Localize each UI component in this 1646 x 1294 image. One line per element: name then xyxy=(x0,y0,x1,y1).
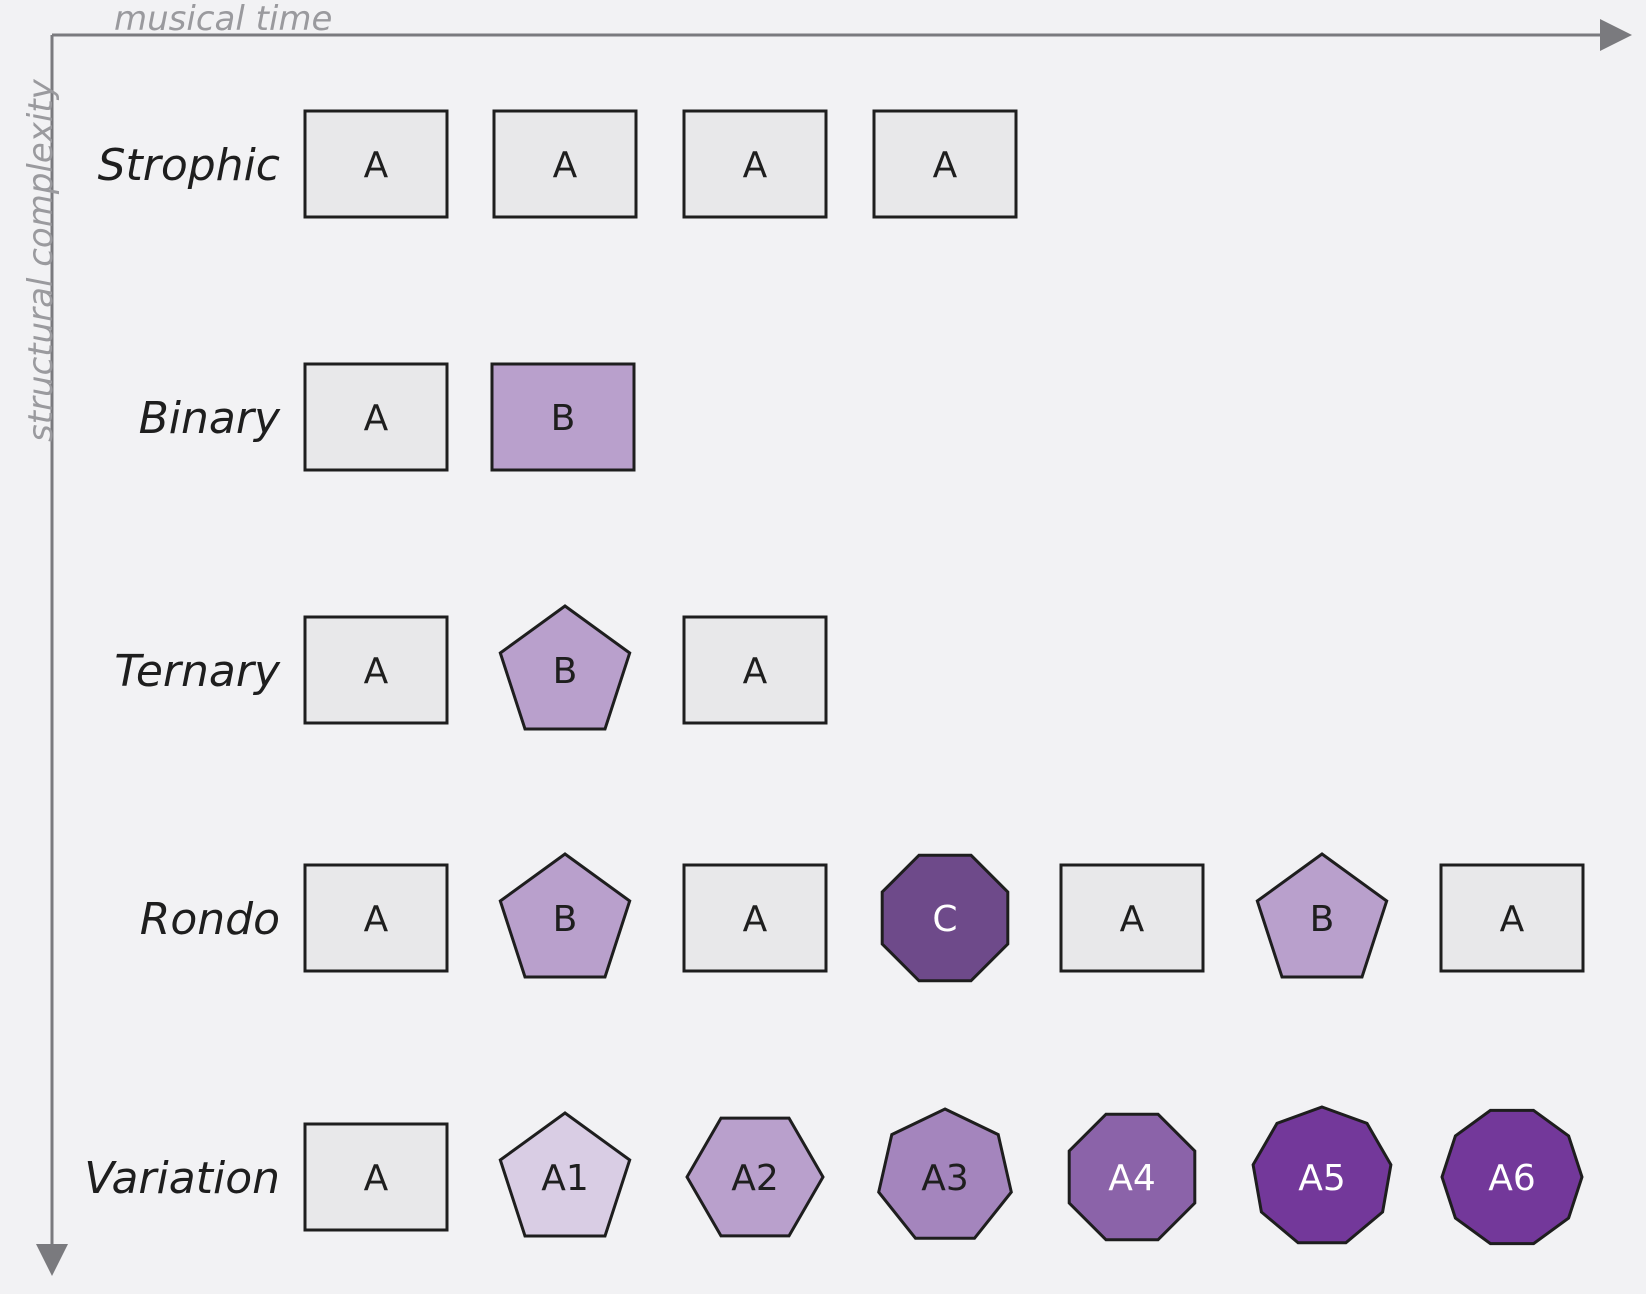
section-block xyxy=(303,362,449,472)
y-axis-label: structural complexity xyxy=(21,78,61,442)
section-label: A2 xyxy=(731,1158,779,1199)
row-label: Strophic xyxy=(98,140,280,191)
section-label: A xyxy=(743,651,768,692)
section-polygon-6-sided xyxy=(685,1116,825,1238)
x-axis-arrowhead xyxy=(1600,19,1632,51)
section-label: A xyxy=(743,145,768,186)
form-row-strophic: Strophic A A A A xyxy=(98,109,1018,219)
row-label: Ternary xyxy=(114,646,281,697)
section-polygon-5-sided xyxy=(498,604,632,731)
section-label: A4 xyxy=(1108,1158,1156,1199)
section-block xyxy=(682,615,828,725)
y-axis-arrowhead xyxy=(36,1244,68,1276)
section-label: A xyxy=(364,1158,389,1199)
section-label: B xyxy=(553,899,578,940)
section-label: A xyxy=(364,398,389,439)
section-block xyxy=(303,863,449,973)
section-block xyxy=(1439,863,1585,973)
section-block xyxy=(303,615,449,725)
section-polygon-7-sided xyxy=(877,1107,1013,1240)
section-block xyxy=(682,109,828,219)
section-polygon-5-sided xyxy=(1255,852,1389,979)
section-label: A xyxy=(1500,899,1525,940)
section-polygon-5-sided xyxy=(498,1111,632,1238)
section-block xyxy=(303,1122,449,1232)
section-label: B xyxy=(551,398,576,439)
section-block xyxy=(492,109,638,219)
section-label: A6 xyxy=(1488,1158,1536,1199)
section-label: A xyxy=(933,145,958,186)
section-polygon-9-sided xyxy=(1251,1105,1393,1245)
form-row-rondo: Rondo A B A C A B A xyxy=(140,852,1585,983)
section-label: A xyxy=(364,145,389,186)
section-label: C xyxy=(932,899,957,940)
section-block xyxy=(1059,863,1205,973)
section-label: B xyxy=(553,651,578,692)
section-block xyxy=(682,863,828,973)
section-polygon-8-sided xyxy=(1067,1112,1197,1242)
form-row-ternary: Ternary A B A xyxy=(114,604,828,731)
section-block xyxy=(490,362,636,472)
section-polygon-10-sided xyxy=(1440,1108,1584,1246)
section-block xyxy=(872,109,1018,219)
section-label: B xyxy=(1310,899,1335,940)
section-polygon-8-sided xyxy=(880,853,1010,983)
form-row-variation: Variation A A1 A2 A3 A4 A5 A6 xyxy=(84,1105,1584,1246)
section-label: A xyxy=(553,145,578,186)
section-label: A xyxy=(743,899,768,940)
section-polygon-5-sided xyxy=(498,852,632,979)
section-block xyxy=(303,109,449,219)
row-label: Rondo xyxy=(140,894,280,945)
section-label: A xyxy=(364,651,389,692)
section-label: A xyxy=(1120,899,1145,940)
section-label: A3 xyxy=(921,1158,969,1199)
section-label: A1 xyxy=(541,1158,589,1199)
section-label: A xyxy=(364,899,389,940)
section-label: A5 xyxy=(1298,1158,1346,1199)
row-label: Binary xyxy=(139,393,281,444)
row-label: Variation xyxy=(84,1153,280,1204)
x-axis-label: musical time xyxy=(114,0,332,39)
form-row-binary: Binary A B xyxy=(139,362,636,472)
